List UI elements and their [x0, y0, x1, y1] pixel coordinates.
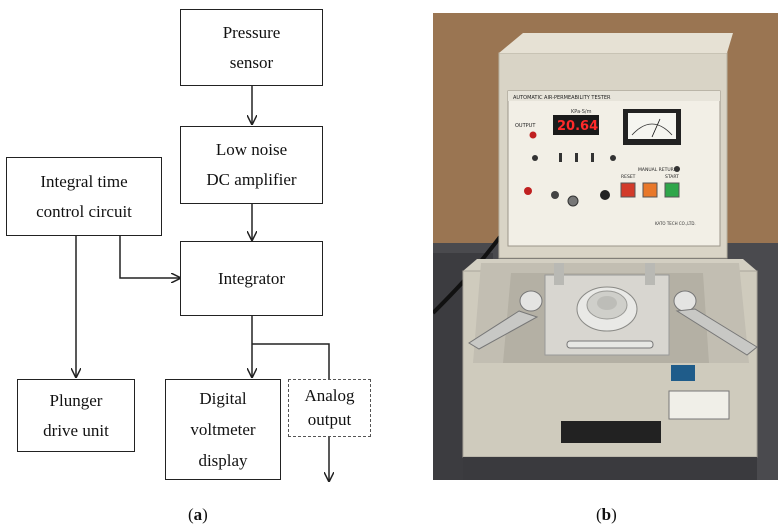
return-button	[642, 182, 658, 198]
caption-a: (a)	[188, 505, 208, 524]
maker-label: KATO TECH CO.,LTD.	[655, 221, 696, 226]
adj-knob	[551, 191, 559, 199]
dc-amplifier-box: Low noise DC amplifier	[180, 126, 323, 204]
digital-voltmeter-box: Digital voltmeter display	[165, 379, 281, 480]
panel-title: AUTOMATIC AIR-PERMEABILITY TESTER	[513, 95, 611, 101]
toggle-switch	[591, 153, 594, 162]
toggle-switch	[610, 155, 616, 161]
output-lamp	[529, 131, 537, 139]
return-label: MANUAL RETURN	[638, 167, 677, 173]
adj-knob	[600, 190, 610, 200]
toggle-switch	[559, 153, 562, 162]
arrow-timer-to-integrator	[119, 236, 180, 278]
indicator-lamp	[674, 166, 680, 172]
reset-label: RESET	[621, 174, 636, 180]
output-label: OUTPUT	[515, 123, 536, 129]
reset-button	[620, 182, 636, 198]
display-readout: 20.64	[557, 119, 598, 134]
pressure-sensor-box: Pressure sensor	[180, 9, 323, 86]
plunger-drive-box: Plunger drive unit	[17, 379, 135, 452]
instrument-photo: AUTOMATIC AIR-PERMEABILITY TESTER KPa·S/…	[433, 13, 778, 480]
adj-knob	[567, 195, 579, 207]
toggle-switch	[575, 153, 578, 162]
caption-b: (b)	[596, 505, 617, 524]
integrator-box: Integrator	[180, 241, 323, 316]
power-switch	[524, 187, 532, 195]
toggle-switch	[532, 155, 538, 161]
unit-label: KPa·S/m	[571, 109, 592, 115]
analog-output-box: Analog output	[288, 379, 371, 437]
start-button	[664, 182, 680, 198]
integral-time-control-box: Integral time control circuit	[6, 157, 162, 236]
start-label: START	[665, 174, 679, 180]
